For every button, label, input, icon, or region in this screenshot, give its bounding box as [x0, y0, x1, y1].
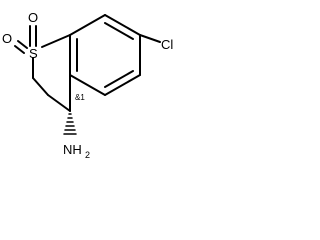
- atom-oxygen-top: O: [28, 10, 38, 25]
- bond-c5-c4a: [69, 74, 106, 96]
- double-bond-s-o-left-a: [17, 40, 28, 49]
- double-bond-s-o-left-b: [14, 45, 25, 54]
- double-bond-c8-c7: [104, 22, 134, 40]
- bond-c8-c7: [104, 14, 141, 36]
- amine-element: NH: [63, 142, 82, 157]
- atom-chlorine: Cl: [161, 37, 173, 52]
- sulfonyl-bonds: [14, 25, 37, 54]
- benzene-ring: [69, 14, 141, 96]
- double-bond-c6-c5: [104, 70, 134, 88]
- atom-amine: NH 2: [63, 142, 90, 160]
- bond-c6-c5: [104, 74, 141, 96]
- bond-c6-cl: [139, 34, 161, 43]
- atom-sulfur: S: [29, 46, 38, 61]
- structure-svg: O O S Cl NH 2 &1: [2, 10, 173, 160]
- stereo-label: &1: [75, 93, 85, 102]
- bond-c8a-s: [41, 34, 71, 48]
- thiane-ring: [32, 34, 71, 112]
- amine-subscript: 2: [85, 150, 90, 160]
- bond-c8a-c8: [69, 14, 106, 36]
- hashed-wedge-bond: [63, 113, 77, 135]
- molecule-diagram: O O S Cl NH 2 &1: [0, 0, 217, 164]
- atom-oxygen-left: O: [2, 31, 12, 46]
- bond-c2-c3: [32, 77, 49, 96]
- bond-c3-c4: [47, 94, 71, 112]
